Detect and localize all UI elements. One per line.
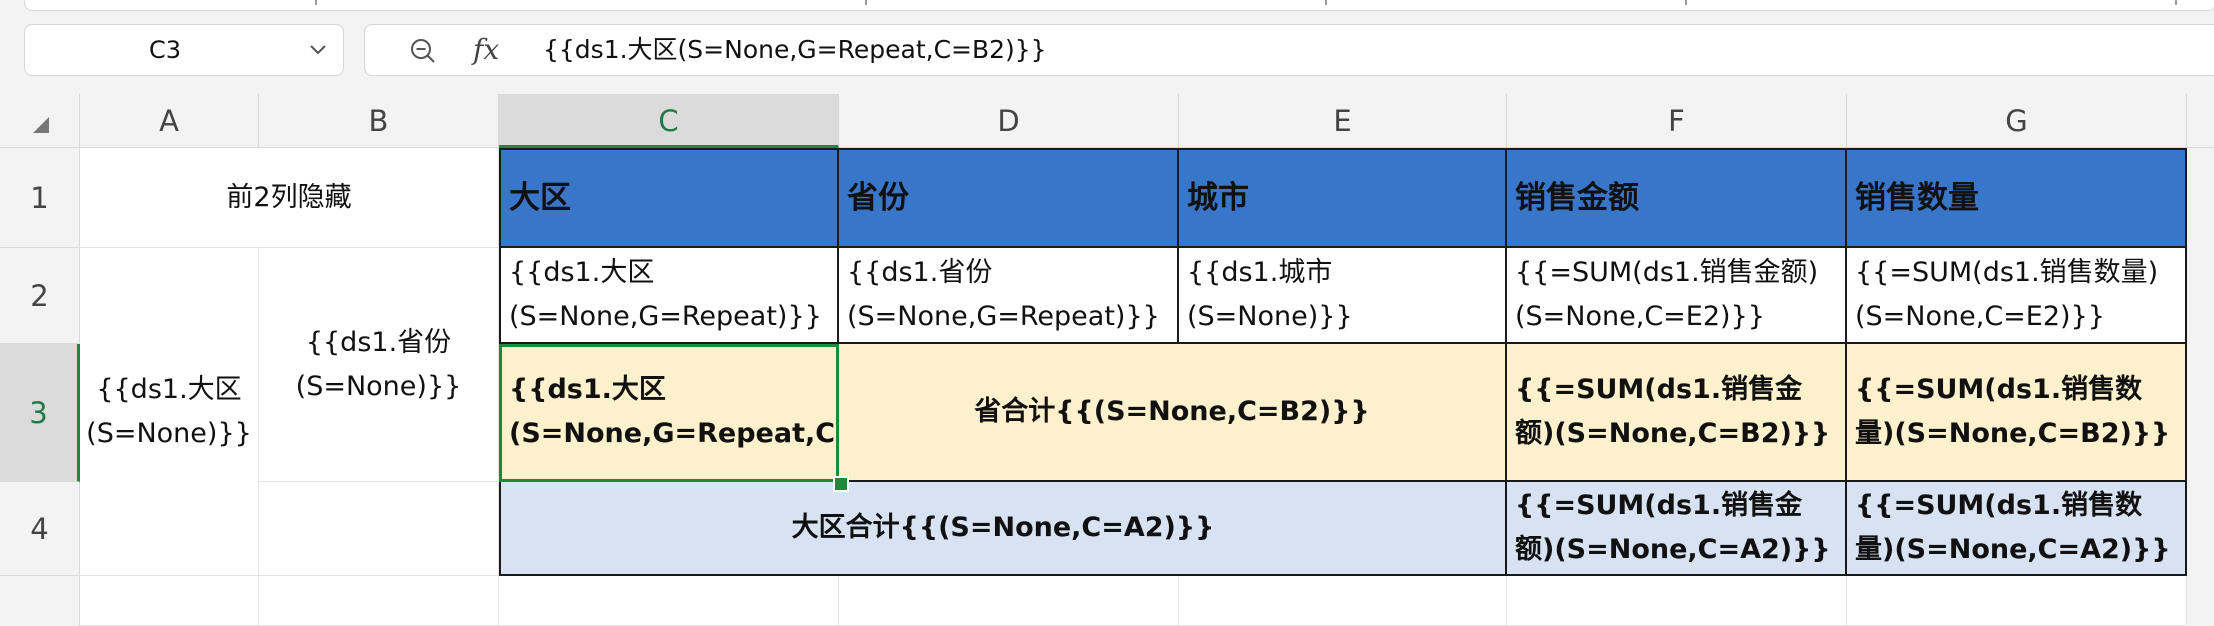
cell-d3[interactable]: 省合计{{(S=None,C=B2)}} bbox=[839, 344, 1507, 482]
cell-f4[interactable]: {{=SUM(ds1.销售金额)(S=None,C=A2)}} bbox=[1507, 482, 1847, 576]
cell-c1[interactable]: 大区 bbox=[499, 148, 839, 248]
formula-bar: fx {{ds1.大区(S=None,G=Repeat,C=B2)}} bbox=[364, 24, 2214, 76]
cell-c5[interactable] bbox=[499, 576, 839, 626]
cell-e2[interactable]: {{ds1.城市(S=None)}} bbox=[1179, 248, 1507, 344]
select-all-corner[interactable] bbox=[0, 94, 80, 148]
cell-a2[interactable]: {{ds1.大区(S=None)}} bbox=[80, 248, 259, 576]
toolbar-divider bbox=[315, 0, 317, 5]
cell-g4[interactable]: {{=SUM(ds1.销售数量)(S=None,C=A2)}} bbox=[1847, 482, 2187, 576]
cell-a5[interactable] bbox=[80, 576, 259, 626]
cell-f3[interactable]: {{=SUM(ds1.销售金额)(S=None,C=B2)}} bbox=[1507, 344, 1847, 482]
cell-c3[interactable]: {{ds1.大区(S=None,G=Repeat,C=B2)}} bbox=[499, 344, 839, 482]
cell-c4[interactable]: 大区合计{{(S=None,C=A2)}} bbox=[499, 482, 1507, 576]
cell-g1[interactable]: 销售数量 bbox=[1847, 148, 2187, 248]
cell-e1[interactable]: 城市 bbox=[1179, 148, 1507, 248]
cell-g5[interactable] bbox=[1847, 576, 2187, 626]
fx-icon[interactable]: fx bbox=[473, 33, 500, 66]
row-header-3[interactable]: 3 bbox=[0, 344, 80, 482]
column-header-a[interactable]: A bbox=[80, 94, 259, 148]
cell-a1[interactable]: 前2列隐藏 bbox=[80, 148, 499, 248]
cell-f2[interactable]: {{=SUM(ds1.销售金额)(S=None,C=E2)}} bbox=[1507, 248, 1847, 344]
row-header-4[interactable]: 4 bbox=[0, 482, 80, 576]
toolbar-divider bbox=[2175, 0, 2177, 5]
zoom-out-icon[interactable] bbox=[409, 37, 437, 65]
row-header-5[interactable] bbox=[0, 576, 80, 626]
row-header-1[interactable]: 1 bbox=[0, 148, 80, 248]
cell-reference[interactable]: C3 bbox=[148, 36, 182, 64]
cell-d2[interactable]: {{ds1.省份(S=None,G=Repeat)}} bbox=[839, 248, 1179, 344]
cell-f1[interactable]: 销售金额 bbox=[1507, 148, 1847, 248]
cell-b5[interactable] bbox=[259, 576, 499, 626]
cell-f5[interactable] bbox=[1507, 576, 1847, 626]
formula-input[interactable]: {{ds1.大区(S=None,G=Repeat,C=B2)}} bbox=[543, 35, 1047, 64]
cell-b2[interactable]: {{ds1.省份(S=None)}} bbox=[259, 248, 499, 482]
toolbar-divider bbox=[1685, 0, 1687, 5]
toolbar-divider bbox=[865, 0, 867, 5]
fill-handle[interactable] bbox=[833, 476, 849, 492]
column-header-g[interactable]: G bbox=[1847, 94, 2187, 148]
select-all-icon bbox=[33, 117, 49, 133]
column-header-d[interactable]: D bbox=[839, 94, 1179, 148]
cell-g3[interactable]: {{=SUM(ds1.销售数量)(S=None,C=B2)}} bbox=[1847, 344, 2187, 482]
cell-g2[interactable]: {{=SUM(ds1.销售数量)(S=None,C=E2)}} bbox=[1847, 248, 2187, 344]
cell-b4[interactable] bbox=[259, 482, 499, 576]
cell-d1[interactable]: 省份 bbox=[839, 148, 1179, 248]
toolbar-divider bbox=[1325, 0, 1327, 5]
cell-c2[interactable]: {{ds1.大区(S=None,G=Repeat)}} bbox=[499, 248, 839, 344]
cell-e5[interactable] bbox=[1179, 576, 1507, 626]
top-toolbar-strip bbox=[24, 0, 2214, 11]
cell-d5[interactable] bbox=[839, 576, 1179, 626]
column-header-f[interactable]: F bbox=[1507, 94, 1847, 148]
column-header-b[interactable]: B bbox=[259, 94, 499, 148]
row-header-2[interactable]: 2 bbox=[0, 248, 80, 344]
chevron-down-icon[interactable] bbox=[307, 38, 329, 60]
name-box[interactable]: C3 bbox=[24, 24, 344, 76]
column-header-c[interactable]: C bbox=[499, 94, 839, 148]
column-header-e[interactable]: E bbox=[1179, 94, 1507, 148]
column-header-next[interactable] bbox=[2187, 94, 2214, 148]
spreadsheet-grid: A B C D E F G 1 2 3 4 前2列隐藏 大区 省份 城市 销售金… bbox=[0, 94, 2214, 626]
